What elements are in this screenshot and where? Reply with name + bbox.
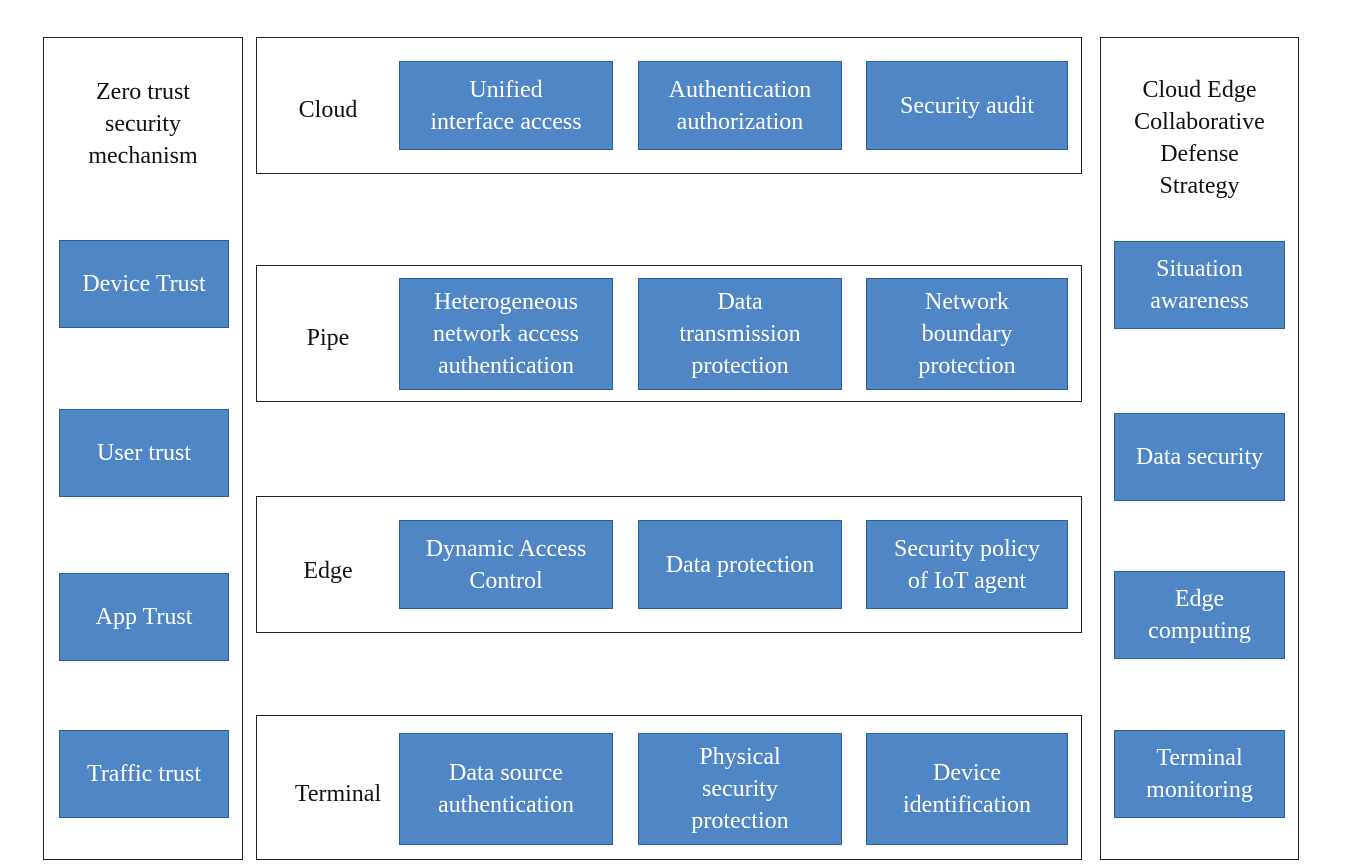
data-security-box: Data security (1114, 413, 1285, 501)
edge-layer: Edge Dynamic Access Control Data protect… (256, 496, 1082, 633)
terminal-layer-label: Terminal (294, 781, 382, 807)
pipe-layer: Pipe Heterogeneous network access authen… (256, 265, 1082, 402)
zero-trust-title: Zero trust security mechanism (88, 79, 198, 169)
user-trust-box: User trust (59, 409, 229, 497)
network-boundary-protection-box: Network boundary protection (866, 278, 1068, 390)
device-trust-box: Device Trust (59, 240, 229, 328)
data-protection-box: Data protection (638, 520, 842, 609)
physical-security-protection-box: Physical security protection (638, 733, 842, 845)
terminal-layer: Terminal Data source authentication Phys… (256, 715, 1082, 860)
situation-awareness-box: Situation awareness (1114, 241, 1285, 329)
cloud-layer: Cloud Unified interface access Authentic… (256, 37, 1082, 174)
traffic-trust-box: Traffic trust (59, 730, 229, 818)
dynamic-access-control-box: Dynamic Access Control (399, 520, 613, 609)
edge-computing-box: Edge computing (1114, 571, 1285, 659)
data-source-authentication-box: Data source authentication (399, 733, 613, 845)
iot-agent-policy-box: Security policy of IoT agent (866, 520, 1068, 609)
defense-strategy-title: Cloud Edge Collaborative Defense Strateg… (1134, 77, 1265, 199)
device-identification-box: Device identification (866, 733, 1068, 845)
authentication-authorization-box: Authentication authorization (638, 61, 842, 150)
data-transmission-protection-box: Data transmission protection (638, 278, 842, 390)
unified-interface-access-box: Unified interface access (399, 61, 613, 150)
edge-layer-label: Edge (303, 558, 353, 584)
heterogeneous-network-access-box: Heterogeneous network access authenticat… (399, 278, 613, 390)
terminal-monitoring-box: Terminal monitoring (1114, 730, 1285, 818)
zero-trust-panel: Zero trust security mechanism Device Tru… (43, 37, 243, 860)
defense-strategy-panel: Cloud Edge Collaborative Defense Strateg… (1100, 37, 1299, 860)
cloud-layer-label: Cloud (298, 97, 358, 123)
app-trust-box: App Trust (59, 573, 229, 661)
pipe-layer-label: Pipe (306, 325, 350, 351)
security-audit-box: Security audit (866, 61, 1068, 150)
